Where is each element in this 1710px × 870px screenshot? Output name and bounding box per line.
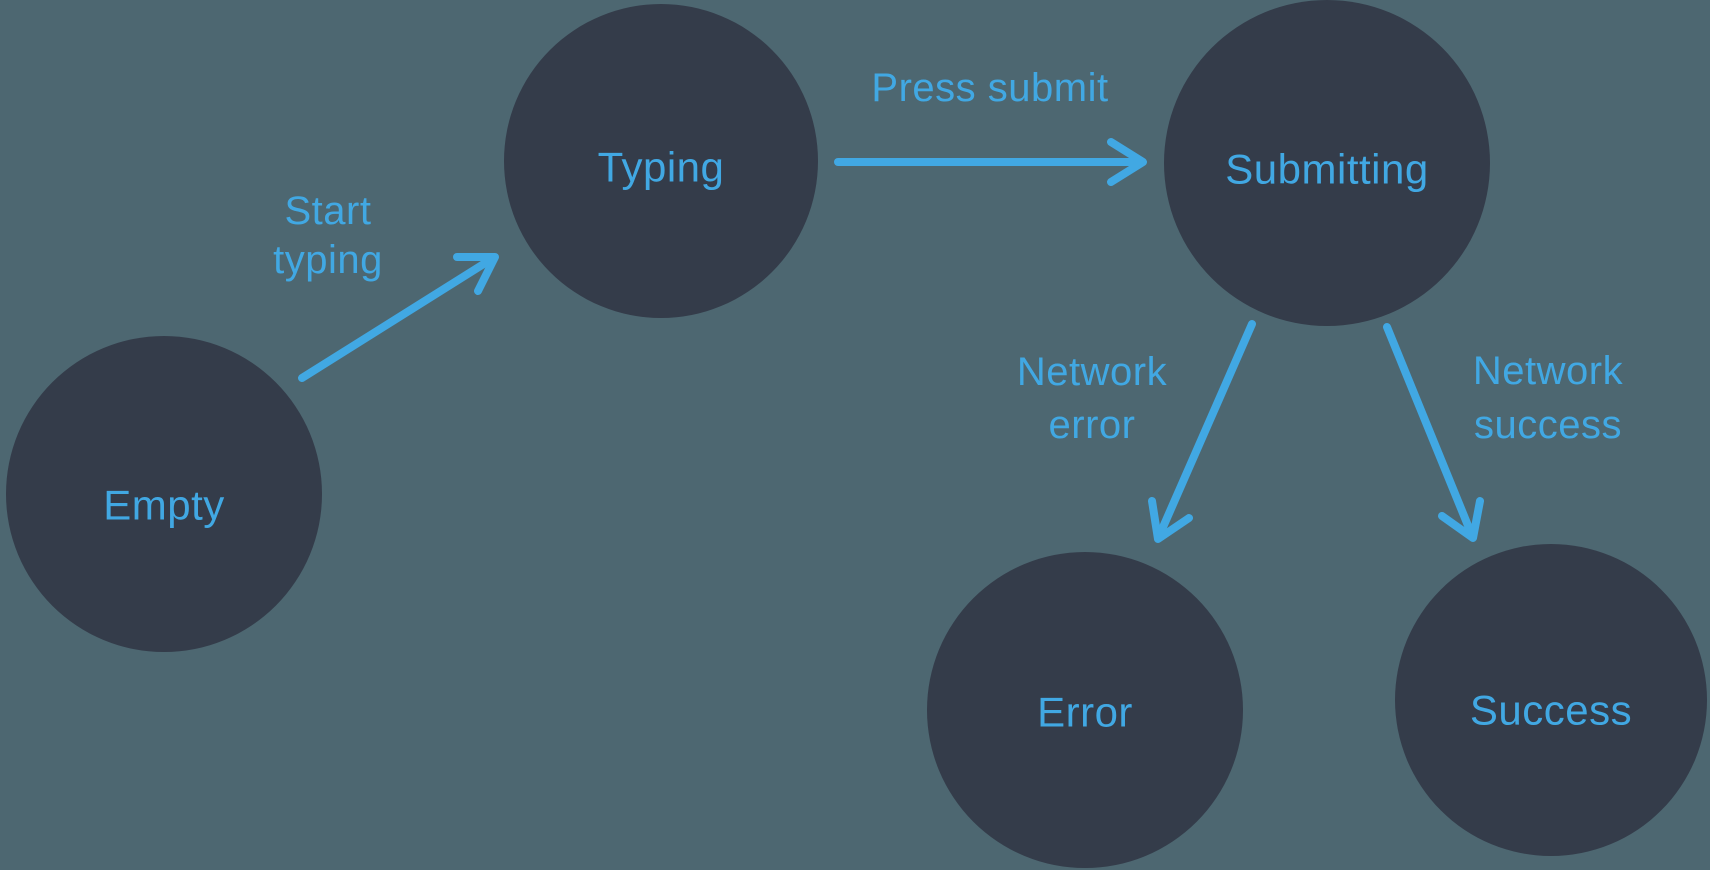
empty-node-label: Empty (103, 482, 225, 529)
edge-submitting-to-error-shaft (1156, 320, 1256, 538)
edge-network-error-label-line1: Network (1017, 350, 1168, 394)
edge-submitting-to-error: Network error (1017, 320, 1256, 543)
typing-node-circle (504, 4, 818, 318)
edge-network-success-label-line2: success (1474, 403, 1622, 447)
edge-start-typing-label-line1: Start (285, 189, 372, 233)
typing-node-label: Typing (598, 144, 725, 191)
error-node-label: Error (1037, 689, 1133, 736)
edge-press-submit-label: Press submit (871, 66, 1108, 110)
edge-start-typing-label-line2: typing (273, 238, 383, 282)
edge-submitting-to-success-arrowhead-icon (1438, 497, 1484, 542)
state-node-error: Error (927, 552, 1243, 868)
empty-node-circle (6, 336, 322, 652)
edge-typing-to-submitting: Press submit (834, 66, 1147, 186)
state-node-empty: Empty (6, 336, 322, 652)
success-node-circle (1395, 544, 1707, 856)
edge-empty-to-typing-shaft (298, 256, 494, 382)
edge-network-error-label-line2: error (1049, 403, 1136, 447)
state-node-success: Success (1395, 544, 1707, 856)
edge-submitting-to-success: Network success (1383, 323, 1624, 542)
submitting-node-label: Submitting (1225, 146, 1428, 193)
state-node-typing: Typing (504, 4, 818, 318)
edge-empty-to-typing: Start typing (273, 189, 499, 382)
state-node-submitting: Submitting (1164, 0, 1490, 326)
success-node-label: Success (1470, 687, 1632, 734)
edge-empty-to-typing-arrowhead-icon (453, 253, 499, 295)
edge-submitting-to-error-arrowhead-icon (1148, 497, 1193, 543)
error-node-circle (927, 552, 1243, 868)
submitting-node-circle (1164, 0, 1490, 326)
edge-submitting-to-success-shaft (1383, 323, 1473, 532)
edge-typing-to-submitting-arrowhead-icon (1107, 138, 1147, 186)
edge-network-success-label-line1: Network (1473, 349, 1624, 393)
